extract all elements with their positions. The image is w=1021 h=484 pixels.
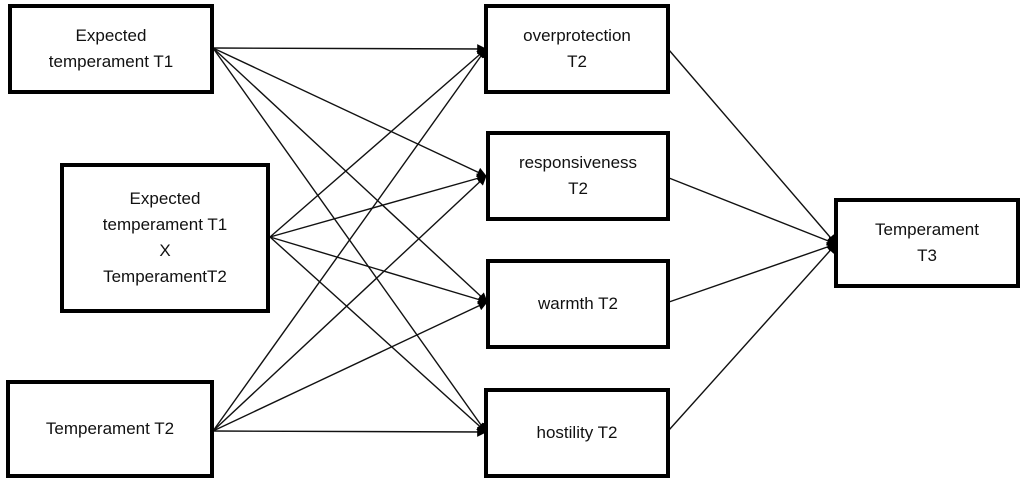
node-label-line: Expected xyxy=(75,26,147,45)
node-label-line: temperament T1 xyxy=(48,52,174,71)
node-label-line: overprotection xyxy=(523,26,631,45)
edge-temperament_t2-to-warmth xyxy=(212,301,488,432)
edge-temperament_t2-to-overprotection xyxy=(212,48,487,432)
node-warmth-t2: warmth T2 xyxy=(486,259,670,349)
edge-expected_t1-to-overprotection xyxy=(212,44,487,54)
node-label-line: T2 xyxy=(568,179,588,198)
node-expected-temperament-t1: Expected temperament T1 xyxy=(8,4,214,94)
edge-interaction-to-warmth xyxy=(269,236,488,305)
edge-overprotection-to-temperament_t3 xyxy=(668,49,837,245)
edge-responsiveness-to-temperament_t3 xyxy=(668,177,837,246)
node-label-line: X xyxy=(159,241,171,260)
edge-temperament_t2-to-hostility xyxy=(212,427,487,437)
node-temperament-t2: Temperament T2 xyxy=(6,380,214,478)
node-label-line: hostility T2 xyxy=(536,423,618,442)
node-label-line: responsiveness xyxy=(518,153,638,172)
node-label-line: temperament T1 xyxy=(102,215,228,234)
node-label-line: Expected xyxy=(129,189,201,208)
edge-interaction-to-responsiveness xyxy=(269,173,487,238)
node-label-line: warmth T2 xyxy=(538,294,618,313)
node-interaction-term: Expected temperament T1 X TemperamentT2 xyxy=(60,163,270,313)
edge-expected_t1-to-responsiveness xyxy=(212,47,487,177)
edge-interaction-to-hostility xyxy=(269,236,487,433)
node-label-line: Temperament T2 xyxy=(45,419,175,438)
edge-expected_t1-to-warmth xyxy=(212,47,488,303)
edge-warmth-to-temperament_t3 xyxy=(668,242,837,303)
edge-temperament_t2-to-responsiveness xyxy=(212,175,487,432)
edge-hostility-to-temperament_t3 xyxy=(668,243,837,431)
node-hostility-t2: hostility T2 xyxy=(484,388,670,478)
node-label-line: TemperamentT2 xyxy=(103,267,227,286)
node-label-line: Temperament xyxy=(875,220,979,239)
node-label-line: T3 xyxy=(917,246,937,265)
edge-interaction-to-overprotection xyxy=(269,48,487,238)
node-label-line: T2 xyxy=(567,52,587,71)
